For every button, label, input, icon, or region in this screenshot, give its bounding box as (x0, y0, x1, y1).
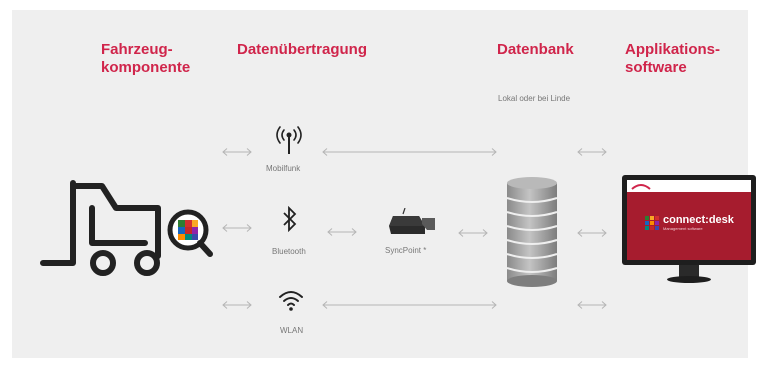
sync-point-icon (389, 208, 435, 234)
channel-label-mobile: Mobilfunk (266, 164, 301, 173)
arrow-wlan-database (322, 301, 497, 309)
arrow-vehicle-wlan (222, 301, 252, 309)
wifi-icon (279, 291, 303, 311)
arrow-mobile-database (322, 148, 497, 156)
sync-point-label: SyncPoint * (385, 246, 427, 255)
screen-header (627, 180, 751, 192)
channel-label-bluetooth: Bluetooth (272, 247, 306, 256)
heading-application-software: Applikations- software (625, 41, 721, 76)
monitor-screen: connect:desk Management software (627, 180, 751, 260)
magnifier-icon (167, 209, 213, 257)
arrow-syncpoint-database (458, 229, 488, 237)
linde-logo-icon (631, 184, 651, 190)
monitor-neck (679, 265, 699, 277)
connect-desk-brand: connect:desk (663, 214, 734, 226)
connect-desk-tagline: Management software (663, 226, 703, 231)
database-note: Lokal oder bei Linde (498, 94, 571, 103)
arrow-vehicle-bluetooth (222, 224, 252, 232)
heading-database: Datenbank (497, 41, 574, 58)
antenna-icon (276, 126, 302, 154)
arrow-bluetooth-syncpoint (327, 228, 357, 236)
bluetooth-icon (283, 206, 297, 232)
arrow-database-software-2 (577, 229, 607, 237)
connect-desk-logo-icon (645, 216, 659, 230)
database-icon (506, 177, 558, 287)
heading-data-transfer: Datenübertragung (237, 41, 368, 58)
forklift-icon (40, 180, 213, 276)
heading-vehicle-component: Fahrzeug- komponente (101, 41, 191, 76)
arrow-database-software-1 (577, 148, 607, 156)
monitor-base (667, 276, 711, 283)
channel-label-wlan: WLAN (280, 326, 304, 335)
screen-logo-row: connect:desk Management software (645, 215, 734, 231)
monitor-icon: connect:desk Management software (622, 175, 758, 290)
arrow-vehicle-mobile (222, 148, 252, 156)
arrow-database-software-3 (577, 301, 607, 309)
monitor-frame: connect:desk Management software (622, 175, 756, 265)
